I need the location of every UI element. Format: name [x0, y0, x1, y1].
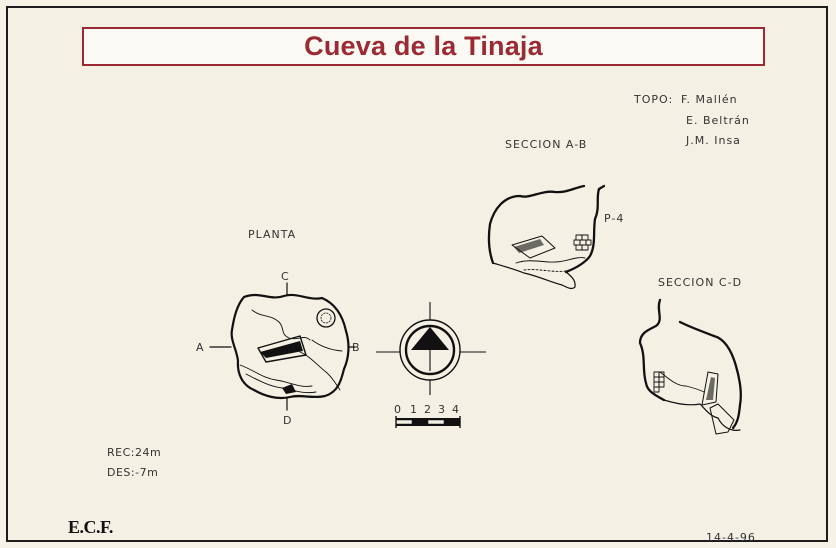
- shaft-label: P-4: [604, 212, 625, 225]
- topo-name-2: E. Beltrán: [686, 114, 750, 127]
- north-arrow-icon: [376, 302, 486, 395]
- plan-label: PLANTA: [248, 228, 297, 241]
- scale-tick-2: 2: [424, 403, 431, 416]
- section-ab-label: SECCION A-B: [505, 138, 588, 151]
- scale-tick-3: 3: [438, 403, 445, 416]
- section-cd-label: SECCION C-D: [658, 276, 743, 289]
- page-title: Cueva de la Tinaja: [304, 31, 543, 61]
- org-signature: E.C.F.: [68, 517, 113, 537]
- scale-bar: [395, 416, 461, 428]
- marker-a: A: [196, 341, 205, 354]
- topo-label: TOPO:: [634, 93, 674, 106]
- topography-sheet: [6, 6, 828, 542]
- scale-tick-1: 1: [410, 403, 417, 416]
- marker-c: C: [281, 270, 290, 283]
- plan-view: [209, 282, 356, 411]
- marker-d: D: [283, 414, 293, 427]
- title-banner: Cueva de la Tinaja: [82, 27, 765, 66]
- topo-name-3: J.M. Insa: [686, 134, 741, 147]
- scale-tick-0: 0: [394, 403, 401, 416]
- topo-name-1: F. Mallén: [681, 93, 738, 106]
- section-cd-view: [638, 298, 742, 435]
- stat-rec: REC:24m: [107, 446, 162, 459]
- marker-b: B: [352, 341, 361, 354]
- footer-date: 14-4-96: [706, 531, 756, 544]
- section-ab-view: [487, 184, 606, 290]
- scale-tick-4: 4: [452, 403, 459, 416]
- stat-des: DES:-7m: [107, 466, 159, 479]
